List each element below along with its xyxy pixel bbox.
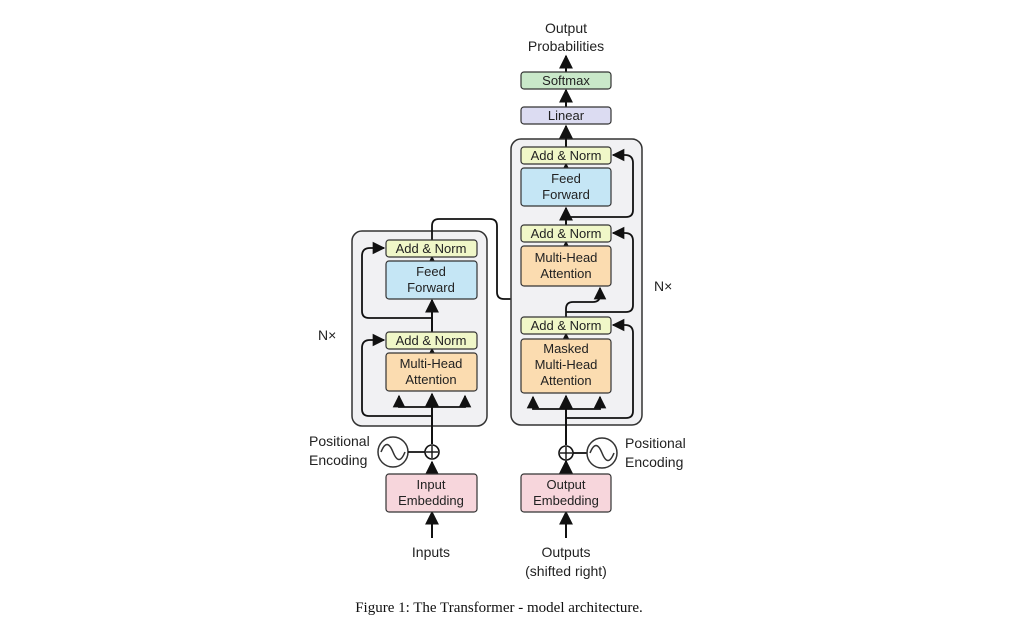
decoder-add-norm-low-label: Add & Norm	[531, 318, 602, 333]
linear-box	[520, 106, 612, 125]
decoder-outputs-label-1: Outputs	[541, 544, 590, 560]
decoder-masked-label-3: Attention	[540, 373, 591, 388]
decoder-feed-forward	[520, 167, 612, 207]
encoder-multi-head-attention	[385, 352, 478, 392]
decoder-mha-label-2: Attention	[540, 266, 591, 281]
decoder-masked-attention	[520, 338, 612, 394]
decoder-add-norm-mid-label: Add & Norm	[531, 226, 602, 241]
figure-caption: Figure 1: The Transformer - model archit…	[355, 600, 643, 616]
encoder-embed-label-1: Input	[417, 477, 446, 492]
decoder-pos-label-2: Encoding	[625, 454, 683, 470]
encoder-nx-label: N×	[318, 327, 336, 343]
decoder-pos-label-1: Positional	[625, 435, 686, 451]
encoder-mha-label-1: Multi-Head	[400, 356, 463, 371]
decoder-embed-label-1: Output	[546, 477, 585, 492]
encoder-add-norm-low	[385, 331, 478, 350]
softmax-box	[520, 71, 612, 90]
decoder-multi-head-attention	[520, 245, 612, 287]
encoder-ff-label-2: Forward	[407, 280, 455, 295]
encoder-stack-block	[351, 230, 488, 427]
decoder-add-norm-top-label: Add & Norm	[531, 148, 602, 163]
encoder-input-embedding	[385, 473, 478, 513]
encoder-pos-label-2: Encoding	[309, 452, 367, 468]
encoder-add-norm-low-label: Add & Norm	[396, 333, 467, 348]
decoder-masked-label-1: Masked	[543, 341, 589, 356]
decoder-add-norm-top	[520, 146, 612, 165]
decoder-outputs-label-2: (shifted right)	[525, 563, 607, 579]
output-probabilities-label-1: Output	[545, 20, 587, 36]
output-probabilities-label-2: Probabilities	[528, 38, 604, 54]
encoder-pos-label-1: Positional	[309, 433, 370, 449]
encoder-add-norm-top	[385, 239, 478, 258]
encoder-add-norm-top-label: Add & Norm	[396, 241, 467, 256]
encoder-inputs-label: Inputs	[412, 544, 450, 560]
decoder-ff-label-1: Feed	[551, 171, 581, 186]
linear-label: Linear	[548, 108, 585, 123]
decoder-add-norm-mid	[520, 224, 612, 243]
decoder-nx-label: N×	[654, 278, 672, 294]
softmax-label: Softmax	[542, 73, 590, 88]
decoder-add-norm-low	[520, 316, 612, 335]
decoder-embed-label-2: Embedding	[533, 493, 599, 508]
encoder-ff-label-1: Feed	[416, 264, 446, 279]
decoder-ff-label-2: Forward	[542, 187, 590, 202]
encoder-embed-label-2: Embedding	[398, 493, 464, 508]
encoder-feed-forward	[385, 260, 478, 300]
encoder-mha-label-2: Attention	[405, 372, 456, 387]
decoder-mha-label-1: Multi-Head	[535, 250, 598, 265]
decoder-output-embedding	[520, 473, 612, 513]
decoder-masked-label-2: Multi-Head	[535, 357, 598, 372]
